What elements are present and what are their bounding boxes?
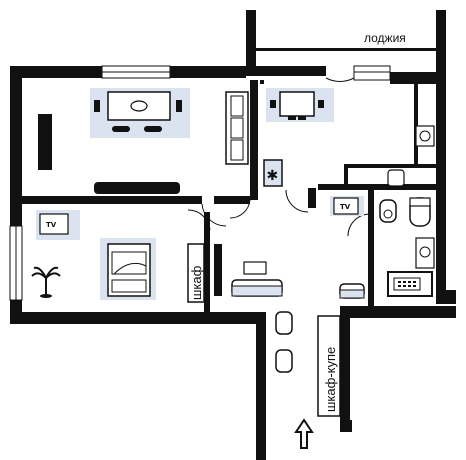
palm-tree-icon	[31, 266, 61, 298]
entrance-arrow-icon	[294, 418, 314, 449]
tv-bedroom-label: TV	[46, 221, 57, 229]
bedroom: TV шкаф	[31, 210, 205, 303]
wardrobe-label: шкаф-купе	[323, 347, 338, 412]
closet-label: шкаф	[189, 265, 204, 300]
interior-walls	[22, 78, 436, 312]
pouf-icon	[243, 261, 267, 275]
chair	[144, 126, 162, 132]
loggia-label: лоджия	[364, 31, 406, 45]
bed-icon	[107, 243, 151, 297]
bidet-icon	[379, 199, 397, 223]
dining-table	[107, 91, 171, 121]
hallway: TV	[214, 196, 365, 299]
tv-hall-label: TV	[340, 203, 351, 211]
sink-icon	[415, 125, 435, 147]
tv-bedroom-icon	[39, 213, 69, 235]
windows	[9, 65, 391, 301]
outer-walls	[10, 66, 456, 324]
vase-icon	[130, 100, 148, 112]
kitchen: ✱	[263, 88, 435, 187]
sofa-icon	[225, 91, 249, 165]
closet-icon	[187, 243, 205, 303]
stool-icon	[275, 349, 293, 373]
tv-stand-icon	[38, 114, 52, 170]
doors	[187, 77, 371, 237]
stove-burner-icon: ✱	[267, 168, 279, 184]
kitchen-table	[279, 91, 315, 117]
stove-icon	[263, 159, 283, 187]
hall-cabinet-icon	[214, 244, 222, 296]
washbasin-icon	[415, 237, 435, 269]
tv-hall-icon	[333, 197, 359, 215]
cabinet-icon	[94, 182, 180, 194]
corridor-walls	[256, 306, 352, 460]
chair	[94, 100, 100, 112]
chair	[176, 100, 182, 112]
bathroom	[379, 197, 435, 297]
wardrobe-icon	[317, 315, 341, 417]
stool-icon	[275, 311, 293, 335]
loggia: лоджия	[246, 10, 446, 85]
living-room	[38, 88, 249, 194]
shower-icon	[387, 271, 433, 297]
corridor: шкаф-купе	[275, 311, 341, 449]
boiler-icon	[387, 169, 405, 187]
chair	[112, 126, 130, 132]
